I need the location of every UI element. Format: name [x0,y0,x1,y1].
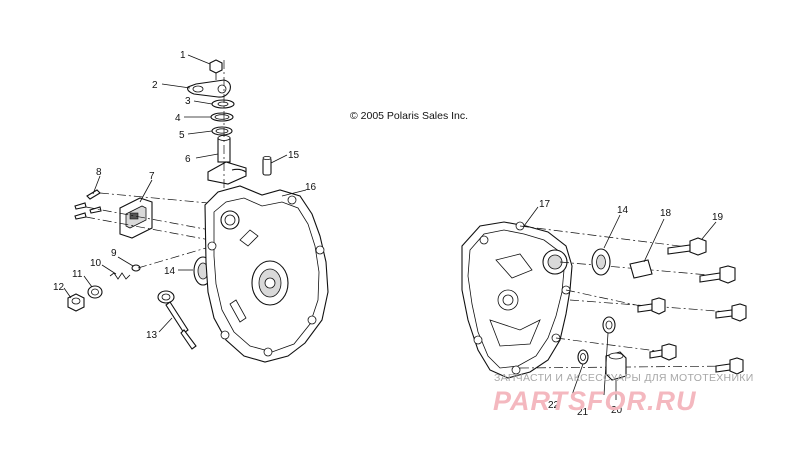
callout-17: 17 [539,199,551,210]
callout-20: 20 [611,405,623,416]
crankcase-cover-part-17 [461,221,573,379]
callout-8: 8 [96,167,102,178]
callout-12: 12 [53,282,65,293]
o-ring-part-4 [210,112,234,122]
callout-7: 7 [149,171,155,182]
dowel-pin-part-15 [262,155,272,176]
callout-9: 9 [111,248,117,259]
callout-22: 22 [548,400,560,411]
callout-numbers: 1 2 3 4 5 6 15 8 7 16 9 10 11 12 14 13 1… [53,50,724,418]
dipstick-part-13 [157,290,197,350]
bolt-part-1 [209,59,223,80]
screw-part-8 [74,189,102,220]
spring-part-10 [109,272,131,280]
copyright-text: © 2005 Polaris Sales Inc. [350,110,468,122]
washer-part-3 [211,99,235,109]
callout-21: 21 [577,407,589,418]
callout-2: 2 [152,80,158,91]
seal-part-5 [211,126,233,136]
callout-6: 6 [185,154,191,165]
washer-part-21 [602,316,616,334]
bolts-part-19 [637,237,747,375]
oil-seal-part-14-right [591,248,611,276]
washer-part-22 [577,349,589,365]
watermark-brand: PARTSFOR.RU [493,386,697,416]
callout-15: 15 [288,150,300,161]
gasket-part-18 [629,259,653,279]
washer-part-11 [87,285,103,299]
sensor-part-7 [119,197,153,239]
leader-lines [63,54,717,400]
callout-13: 13 [146,330,158,341]
crankcase-cover-part-16 [204,185,329,363]
callout-11: 11 [72,269,83,280]
callout-3: 3 [185,96,191,107]
callout-18: 18 [660,208,672,219]
callout-19: 19 [712,212,724,223]
callout-10: 10 [90,258,102,269]
callout-1: 1 [180,50,186,61]
callout-4: 4 [175,113,181,124]
nut-part-12 [67,293,85,312]
plug-part-20 [605,351,627,381]
callout-14-left: 14 [164,266,176,277]
watermark-caption: ЗАПЧАСТИ И АКСЕССУАРЫ ДЛЯ МОТОТЕХНИКИ [494,372,754,384]
callout-5: 5 [179,130,185,141]
callout-16: 16 [305,182,317,193]
plunger-part-9 [131,264,141,272]
shift-shaft-part-6 [207,135,247,185]
callout-14-right: 14 [617,205,629,216]
